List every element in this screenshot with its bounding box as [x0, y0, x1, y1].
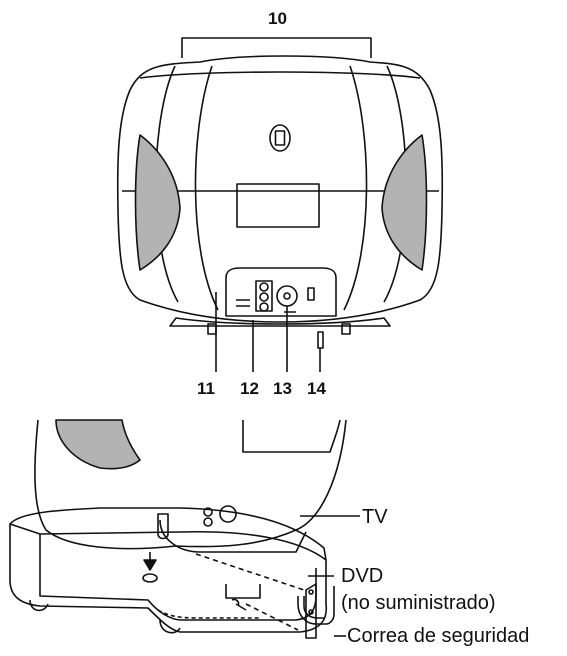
strap-fitting [317, 331, 324, 349]
terminal-recess [225, 267, 337, 317]
dvd-mount-lines [225, 584, 261, 599]
left-speaker-panel [134, 134, 181, 271]
strap-screw-bottom [308, 609, 314, 615]
power-socket [307, 287, 315, 301]
safety-strap-bracket [305, 583, 317, 639]
assembly-tv-plate [242, 419, 341, 453]
callout-13-label: 13 [273, 379, 292, 398]
dvd-label: DVD [341, 565, 383, 587]
safety-strap [297, 586, 335, 625]
tv-bottom-lip [169, 317, 391, 327]
tv-label-plate [236, 183, 320, 228]
dvd-front [9, 524, 328, 633]
dvd-foot-front [159, 619, 181, 634]
callout-10-label: 10 [268, 9, 287, 28]
tv-rib-left-inner [194, 65, 219, 311]
dvd-note-label: (no suministrado) [341, 592, 496, 614]
assembly-tv-jack-a [203, 507, 213, 517]
tv-on-dvd-assembly [9, 419, 360, 639]
jack-2 [259, 292, 269, 302]
callout-11-label: 11 [197, 379, 215, 398]
dvd-screw-hole [142, 573, 158, 583]
safety-strap-label: Correa de seguridad [347, 625, 529, 647]
right-foot [341, 323, 351, 335]
assembly-tv-connector [219, 505, 237, 523]
dvd-foot-left [29, 599, 49, 612]
callout-14-label: 14 [307, 379, 326, 398]
assembly-tv-stub [157, 513, 169, 540]
dvd-top-surface [9, 507, 327, 561]
callout-10-bracket [181, 37, 372, 58]
strap-screw-top [308, 589, 314, 595]
assembly-tv-jack-b [203, 517, 213, 527]
antenna-connector [276, 285, 298, 307]
jack-1 [259, 282, 269, 292]
antenna-connector-inner [283, 292, 291, 300]
placement-arrowhead [143, 559, 157, 571]
assembly-tv-rear-lip [159, 519, 307, 553]
tv-cabinet-outline [116, 55, 444, 323]
logo-emblem [269, 124, 291, 152]
jack-3 [259, 302, 269, 312]
tv-label: TV [362, 506, 388, 528]
callout-12-label: 12 [240, 379, 259, 398]
dvd-front-inner [39, 534, 317, 621]
tv-top-rim [139, 71, 421, 79]
strap-guide-dash [195, 553, 305, 631]
right-speaker-panel [381, 134, 428, 271]
screw [231, 598, 247, 611]
logo-emblem-inner [274, 130, 286, 146]
assembly-tv-speaker [55, 419, 141, 470]
dvd-dash-line [157, 609, 260, 619]
safety-strap-outer [303, 596, 324, 619]
jack-block [255, 280, 273, 312]
tv-rear-view [116, 37, 444, 372]
tv-rib-right-inner [343, 65, 368, 311]
terminal-small-lines [236, 299, 296, 313]
